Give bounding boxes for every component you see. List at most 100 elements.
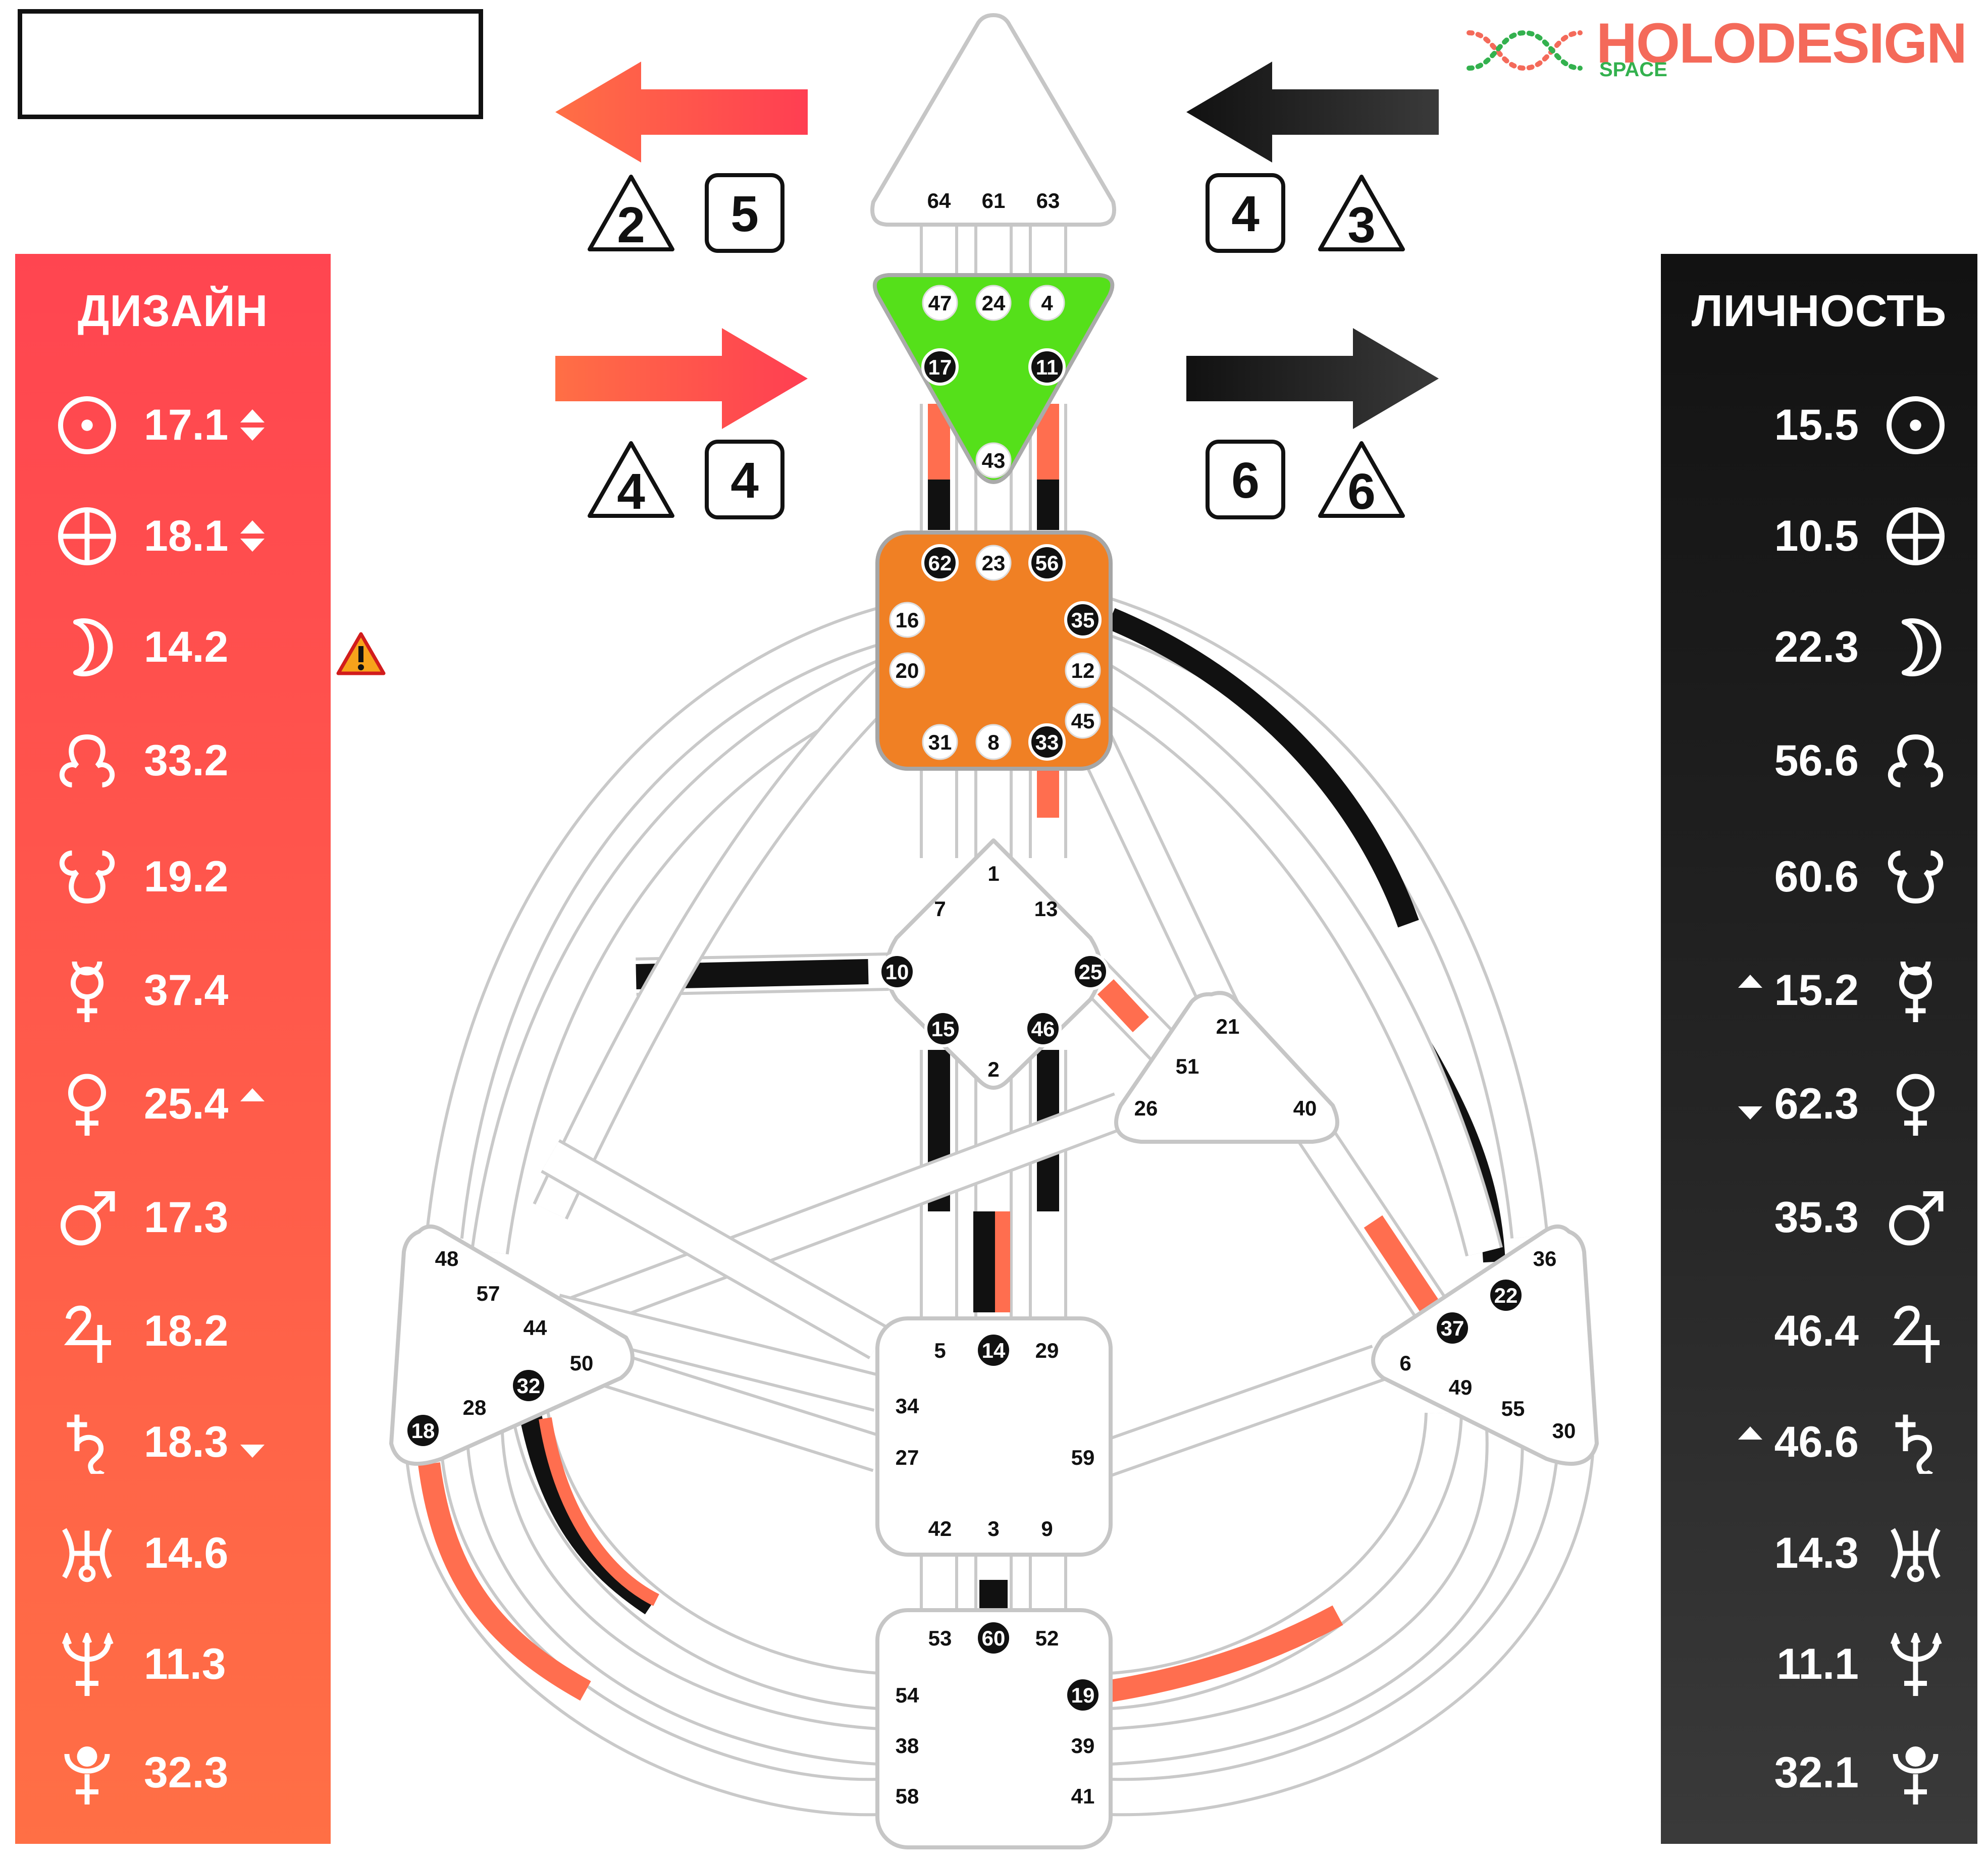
personality-value: 35.3 xyxy=(1774,1193,1859,1242)
gate-18[interactable]: 18 xyxy=(404,1412,442,1449)
gate-29[interactable]: 29 xyxy=(1035,1339,1059,1362)
gate-63[interactable]: 63 xyxy=(1036,189,1060,213)
moon-icon xyxy=(1902,618,1942,676)
gate-58[interactable]: 58 xyxy=(896,1784,919,1808)
gate-56[interactable]: 56 xyxy=(1028,544,1066,581)
gate-3[interactable]: 3 xyxy=(987,1517,999,1541)
gate-label: 10 xyxy=(885,960,909,984)
gate-14[interactable]: 14 xyxy=(975,1332,1012,1369)
gate-13[interactable]: 13 xyxy=(1034,897,1058,921)
gate-20[interactable]: 20 xyxy=(889,652,925,688)
gate-5[interactable]: 5 xyxy=(934,1339,946,1362)
gate-19[interactable]: 19 xyxy=(1064,1676,1102,1714)
gate-label: 14 xyxy=(982,1339,1006,1362)
gate-61[interactable]: 61 xyxy=(982,189,1006,213)
gate-32[interactable]: 32 xyxy=(510,1367,547,1404)
gate-label: 59 xyxy=(1071,1446,1095,1469)
gate-59[interactable]: 59 xyxy=(1071,1446,1095,1469)
design-row-neptune: 11.3 xyxy=(56,1621,266,1707)
design-row-venus: 25.4 xyxy=(56,1061,268,1147)
gate-43[interactable]: 43 xyxy=(975,442,1012,479)
gate-12[interactable]: 12 xyxy=(1065,652,1101,688)
gate-52[interactable]: 52 xyxy=(1035,1626,1059,1650)
gate-label: 47 xyxy=(928,291,952,315)
gate-22[interactable]: 22 xyxy=(1487,1277,1525,1314)
gate-15[interactable]: 15 xyxy=(924,1010,962,1047)
gate-label: 16 xyxy=(896,608,919,632)
gate-54[interactable]: 54 xyxy=(896,1683,919,1707)
gate-label: 23 xyxy=(982,551,1006,575)
gate-23[interactable]: 23 xyxy=(975,545,1012,581)
gate-55[interactable]: 55 xyxy=(1501,1397,1525,1420)
gate-41[interactable]: 41 xyxy=(1071,1784,1095,1808)
design-value: 18.2 xyxy=(144,1307,229,1355)
design-value: 25.4 xyxy=(144,1080,229,1128)
gate-33[interactable]: 33 xyxy=(1028,723,1066,761)
brand-sub: SPACE xyxy=(1599,59,1667,81)
top-left-square-badge: 5 xyxy=(705,173,784,253)
gate-label: 26 xyxy=(1134,1096,1158,1120)
gate-46[interactable]: 46 xyxy=(1024,1010,1062,1047)
design-row-saturn: 18.3 xyxy=(56,1399,268,1485)
gate-64[interactable]: 64 xyxy=(927,189,951,213)
gate-2[interactable]: 2 xyxy=(987,1057,999,1081)
gate-9[interactable]: 9 xyxy=(1041,1517,1053,1541)
design-row-mars: 17.3 xyxy=(56,1175,268,1260)
channel-45-21 xyxy=(1068,713,1239,1018)
pluto-icon xyxy=(1893,1746,1939,1804)
gate-51[interactable]: 51 xyxy=(1176,1054,1199,1078)
gate-10[interactable]: 10 xyxy=(878,953,916,990)
gate-label: 25 xyxy=(1079,960,1103,984)
gate-53[interactable]: 53 xyxy=(928,1626,952,1650)
gate-62[interactable]: 62 xyxy=(921,544,959,581)
gate-42[interactable]: 42 xyxy=(928,1517,952,1541)
personality-value: 46.4 xyxy=(1774,1307,1859,1355)
gate-21[interactable]: 21 xyxy=(1216,1015,1240,1038)
design-value: 17.3 xyxy=(144,1193,229,1242)
gate-label: 29 xyxy=(1035,1339,1059,1362)
gate-36[interactable]: 36 xyxy=(1533,1247,1557,1270)
gate-38[interactable]: 38 xyxy=(896,1734,919,1758)
gate-39[interactable]: 39 xyxy=(1071,1734,1095,1758)
gate-48[interactable]: 48 xyxy=(435,1247,459,1270)
gate-60[interactable]: 60 xyxy=(975,1619,1012,1657)
gate-label: 63 xyxy=(1036,189,1060,213)
gate-label: 4 xyxy=(1041,291,1053,315)
gate-35[interactable]: 35 xyxy=(1064,601,1102,639)
personality-value: 32.1 xyxy=(1774,1748,1859,1797)
gate-4[interactable]: 4 xyxy=(1029,285,1065,321)
gate-16[interactable]: 16 xyxy=(889,602,925,638)
gate-7[interactable]: 7 xyxy=(934,897,946,921)
gate-1[interactable]: 1 xyxy=(987,862,999,885)
gate-49[interactable]: 49 xyxy=(1449,1375,1473,1399)
gate-27[interactable]: 27 xyxy=(896,1446,919,1469)
gate-37[interactable]: 37 xyxy=(1434,1309,1471,1347)
gate-label: 8 xyxy=(987,730,999,754)
gate-26[interactable]: 26 xyxy=(1134,1096,1158,1120)
personality-value: 22.3 xyxy=(1774,623,1859,671)
gate-17[interactable]: 17 xyxy=(921,348,959,386)
gate-8[interactable]: 8 xyxy=(975,724,1012,760)
gate-44[interactable]: 44 xyxy=(524,1316,547,1340)
gate-30[interactable]: 30 xyxy=(1552,1419,1576,1443)
gate-47[interactable]: 47 xyxy=(922,285,958,321)
gate-28[interactable]: 28 xyxy=(463,1396,487,1419)
personality-value: 10.5 xyxy=(1774,512,1859,560)
gate-6[interactable]: 6 xyxy=(1399,1351,1411,1375)
gate-40[interactable]: 40 xyxy=(1293,1096,1317,1120)
gate-50[interactable]: 50 xyxy=(570,1351,594,1375)
gate-57[interactable]: 57 xyxy=(477,1282,500,1305)
name-input-box[interactable] xyxy=(18,9,483,119)
gate-label: 64 xyxy=(927,189,951,213)
gate-31[interactable]: 31 xyxy=(922,724,958,760)
gate-label: 36 xyxy=(1533,1247,1557,1270)
gate-11[interactable]: 11 xyxy=(1028,348,1066,386)
gate-34[interactable]: 34 xyxy=(896,1394,919,1418)
channel-40-37 xyxy=(1296,1120,1460,1339)
gate-label: 21 xyxy=(1216,1015,1240,1038)
gate-25[interactable]: 25 xyxy=(1072,953,1109,990)
gate-24[interactable]: 24 xyxy=(975,285,1012,321)
north-node-icon xyxy=(59,734,115,787)
gate-45[interactable]: 45 xyxy=(1065,703,1101,739)
warning-icon[interactable] xyxy=(336,631,386,676)
